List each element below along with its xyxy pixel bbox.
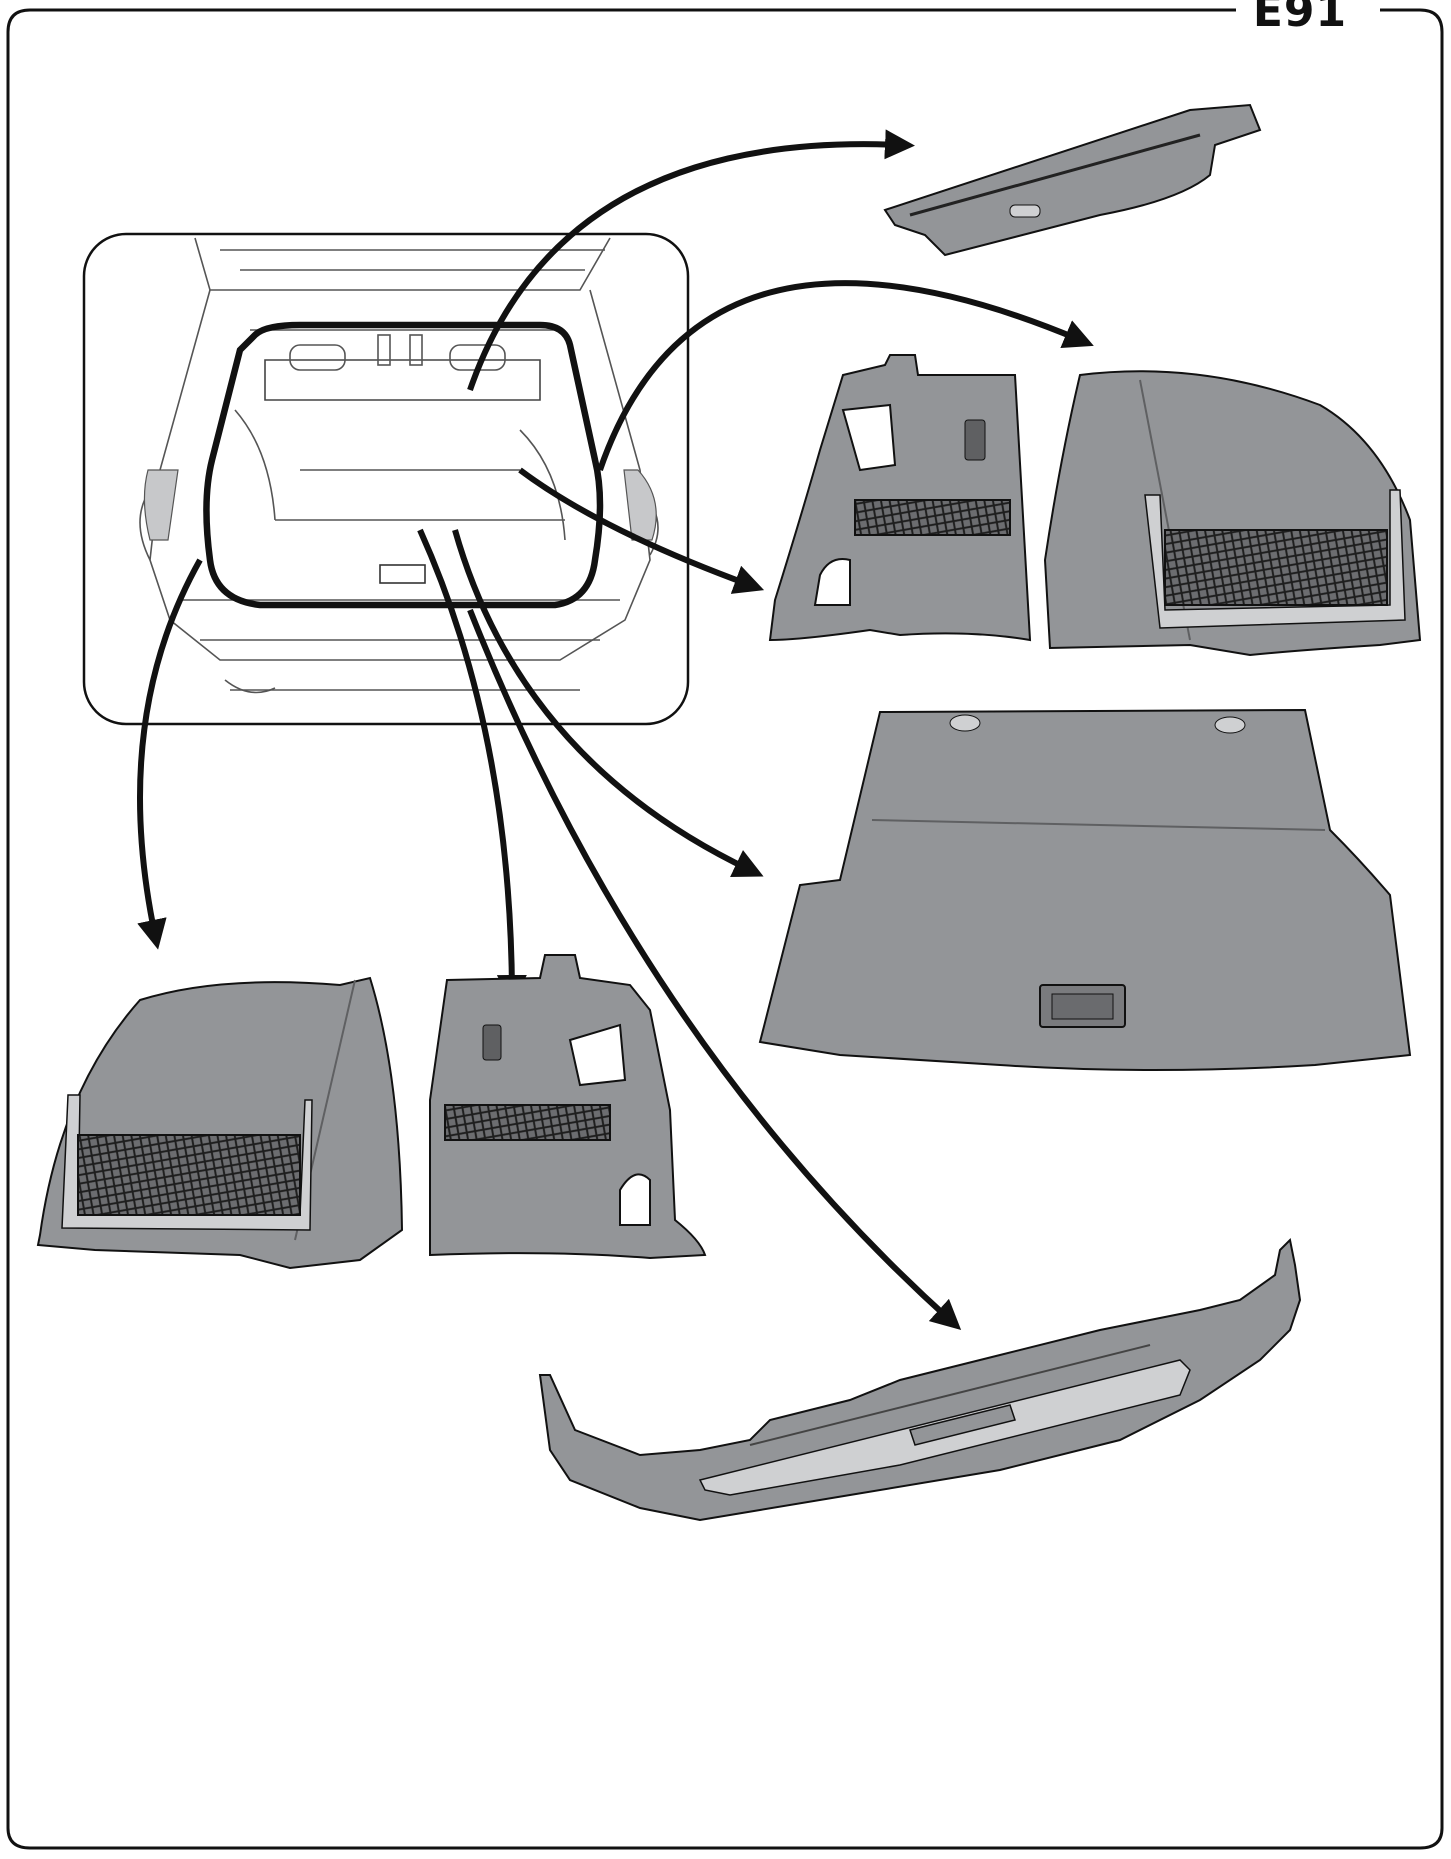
part-loading-sill-trim xyxy=(540,1240,1300,1520)
part-right-side-panel-rear xyxy=(1045,371,1420,655)
part-floor-panel xyxy=(760,710,1410,1070)
part-right-side-panel-front xyxy=(770,355,1030,640)
model-code-label: E91 xyxy=(1240,0,1360,36)
part-luggage-cover xyxy=(885,105,1260,255)
part-left-side-panel-rear xyxy=(38,978,402,1268)
part-left-side-panel-front xyxy=(430,955,705,1258)
car-overview-inset xyxy=(84,234,688,724)
